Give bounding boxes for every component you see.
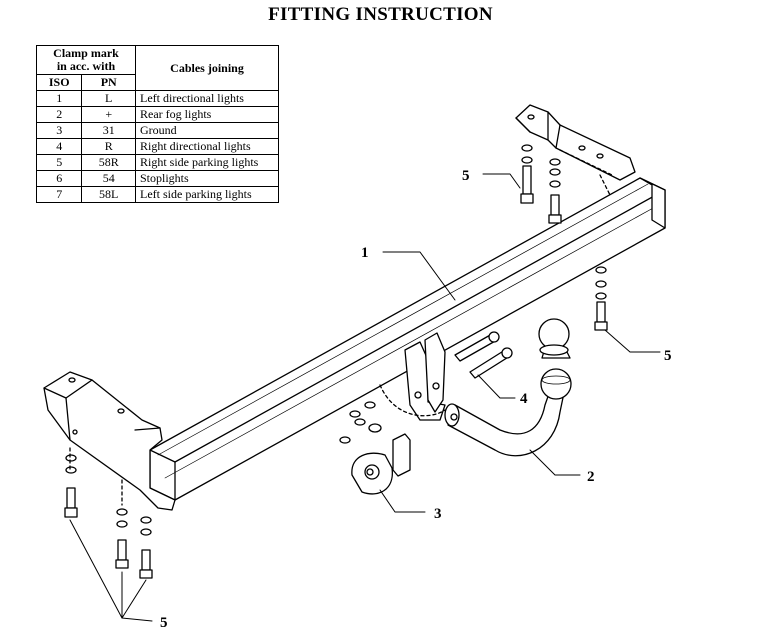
callout-3: 3 [434, 506, 442, 522]
header-clamp-mark: Clamp mark in acc. with [36, 45, 136, 75]
crossbar [149, 177, 666, 501]
mount-bolts-right [594, 266, 608, 331]
table-row: 2+Rear fog lights [35, 106, 279, 123]
callout-4: 4 [520, 391, 528, 407]
right-bracket [515, 104, 636, 196]
cable-cell: Left side parking lights [135, 186, 279, 203]
callout-5-bottom: 5 [160, 615, 168, 631]
pn-cell: 58R [81, 154, 136, 171]
callout-1: 1 [361, 245, 369, 261]
clamp-mark-table: Clamp mark in acc. with Cables joining I… [35, 45, 279, 203]
page-title: FITTING INSTRUCTION [268, 4, 493, 25]
header-pn: PN [81, 74, 136, 91]
mount-bolts-top [520, 144, 562, 224]
cable-cell: Right side parking lights [135, 154, 279, 171]
callout-2: 2 [587, 469, 595, 485]
centre-bracket [379, 332, 446, 421]
header-clamp-mark-line1: Clamp mark [53, 46, 119, 60]
socket-plate [339, 401, 411, 495]
iso-cell: 4 [35, 138, 83, 155]
cable-cell: Right directional lights [135, 138, 279, 155]
left-bracket [43, 371, 176, 511]
callout-5-right: 5 [664, 348, 672, 364]
callout-5-top: 5 [462, 168, 470, 184]
iso-cell: 7 [35, 186, 83, 203]
header-clamp-mark-line2: in acc. with [56, 59, 116, 73]
mount-bolts-bottom [64, 454, 153, 579]
bolts [454, 331, 513, 379]
leader-lines [69, 173, 661, 622]
tow-ball [444, 318, 572, 457]
